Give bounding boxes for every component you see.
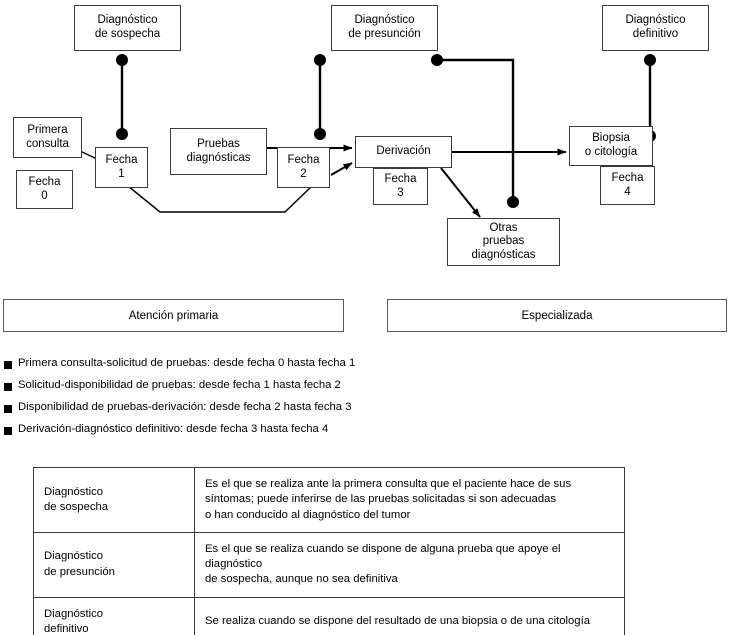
node-pruebas-diagnosticas[interactable]: Pruebas diagnósticas: [170, 128, 267, 175]
node-diagnostico-definitivo-label: Diagnóstico definitivo: [625, 14, 686, 40]
marker-definitivo-top: [644, 54, 656, 66]
legend-item-label: Solicitud-disponibilidad de pruebas: des…: [18, 379, 341, 391]
node-fecha-2-label: Fecha 2: [287, 153, 320, 180]
wire-presuncion-right-elbow: [437, 58, 515, 202]
definition-term: Diagnóstico de sospecha: [33, 467, 195, 533]
legend-item: Primera consulta-solicitud de pruebas: d…: [4, 357, 504, 379]
marker-sospecha-top: [116, 54, 128, 66]
wire-fecha1-fecha2-lower: [127, 185, 313, 213]
square-bullet-icon: [4, 427, 12, 435]
legend-item: Solicitud-disponibilidad de pruebas: des…: [4, 379, 504, 401]
definitions-table: Diagnóstico de sospecha Es el que se rea…: [33, 467, 625, 635]
square-bullet-icon: [4, 361, 12, 369]
level-bar-especializada-label: Especializada: [521, 309, 593, 322]
marker-sospecha-bottom: [116, 128, 128, 140]
wire-derivacion-otraspruebas: [440, 167, 481, 218]
legend-item-label: Derivación-diagnóstico definitivo: desde…: [18, 423, 329, 435]
node-primera-consulta[interactable]: Primera consulta: [13, 117, 82, 158]
node-fecha-0-label: Fecha 0: [28, 175, 61, 202]
node-diagnostico-presuncion[interactable]: Diagnóstico de presunción: [331, 5, 438, 51]
definition-description: Es el que se realiza ante la primera con…: [194, 467, 625, 533]
node-otras-pruebas-diagnosticas[interactable]: Otras pruebas diagnósticas: [447, 218, 560, 266]
legend-item-label: Primera consulta-solicitud de pruebas: d…: [18, 357, 356, 369]
node-fecha-1[interactable]: Fecha 1: [95, 147, 148, 188]
node-biopsia-citologia[interactable]: Biopsia o citología: [569, 126, 653, 166]
node-biopsia-citologia-label: Biopsia o citología: [584, 132, 638, 158]
wire-fecha2-derivacion: [330, 162, 353, 176]
node-fecha-2[interactable]: Fecha 2: [277, 147, 330, 188]
table-row: Diagnóstico de presunción Es el que se r…: [33, 531, 625, 598]
level-bar-atencion-primaria-label: Atención primaria: [128, 309, 219, 322]
node-fecha-0[interactable]: Fecha 0: [16, 170, 73, 209]
marker-presuncion-right-top: [431, 54, 443, 66]
definition-description: Es el que se realiza cuando se dispone d…: [194, 531, 625, 598]
node-derivacion-label: Derivación: [376, 145, 431, 158]
node-diagnostico-sospecha-label: Diagnóstico de sospecha: [94, 14, 161, 40]
legend-item-label: Disponibilidad de pruebas-derivación: de…: [18, 401, 352, 413]
node-derivacion[interactable]: Derivación: [355, 136, 452, 168]
node-fecha-3-label: Fecha 3: [384, 172, 417, 199]
legend-item: Disponibilidad de pruebas-derivación: de…: [4, 401, 504, 423]
node-diagnostico-sospecha[interactable]: Diagnóstico de sospecha: [74, 5, 181, 51]
node-fecha-3[interactable]: Fecha 3: [373, 168, 428, 205]
marker-presuncion-left-bottom: [314, 128, 326, 140]
marker-presuncion-right-bottom: [507, 196, 519, 208]
node-diagnostico-definitivo[interactable]: Diagnóstico definitivo: [602, 5, 709, 51]
level-bar-especializada: Especializada: [387, 299, 727, 332]
node-fecha-1-label: Fecha 1: [105, 153, 138, 180]
legend-list: Primera consulta-solicitud de pruebas: d…: [4, 357, 504, 445]
node-fecha-4-label: Fecha 4: [611, 171, 644, 198]
square-bullet-icon: [4, 383, 12, 391]
node-fecha-4[interactable]: Fecha 4: [600, 166, 655, 205]
legend-item: Derivación-diagnóstico definitivo: desde…: [4, 423, 504, 445]
node-pruebas-diagnosticas-label: Pruebas diagnósticas: [186, 137, 251, 164]
definition-term: Diagnóstico definitivo: [33, 596, 195, 635]
table-row: Diagnóstico de sospecha Es el que se rea…: [33, 467, 625, 533]
node-primera-consulta-label: Primera consulta: [26, 123, 69, 150]
node-diagnostico-presuncion-label: Diagnóstico de presunción: [348, 14, 421, 40]
marker-presuncion-left-top: [314, 54, 326, 66]
definition-description: Se realiza cuando se dispone del resulta…: [194, 596, 625, 635]
square-bullet-icon: [4, 405, 12, 413]
node-otras-pruebas-diagnosticas-label: Otras pruebas diagnósticas: [471, 221, 536, 261]
table-row: Diagnóstico definitivo Se realiza cuando…: [33, 596, 625, 635]
level-bar-atencion-primaria: Atención primaria: [3, 299, 344, 332]
definition-term: Diagnóstico de presunción: [33, 531, 195, 598]
